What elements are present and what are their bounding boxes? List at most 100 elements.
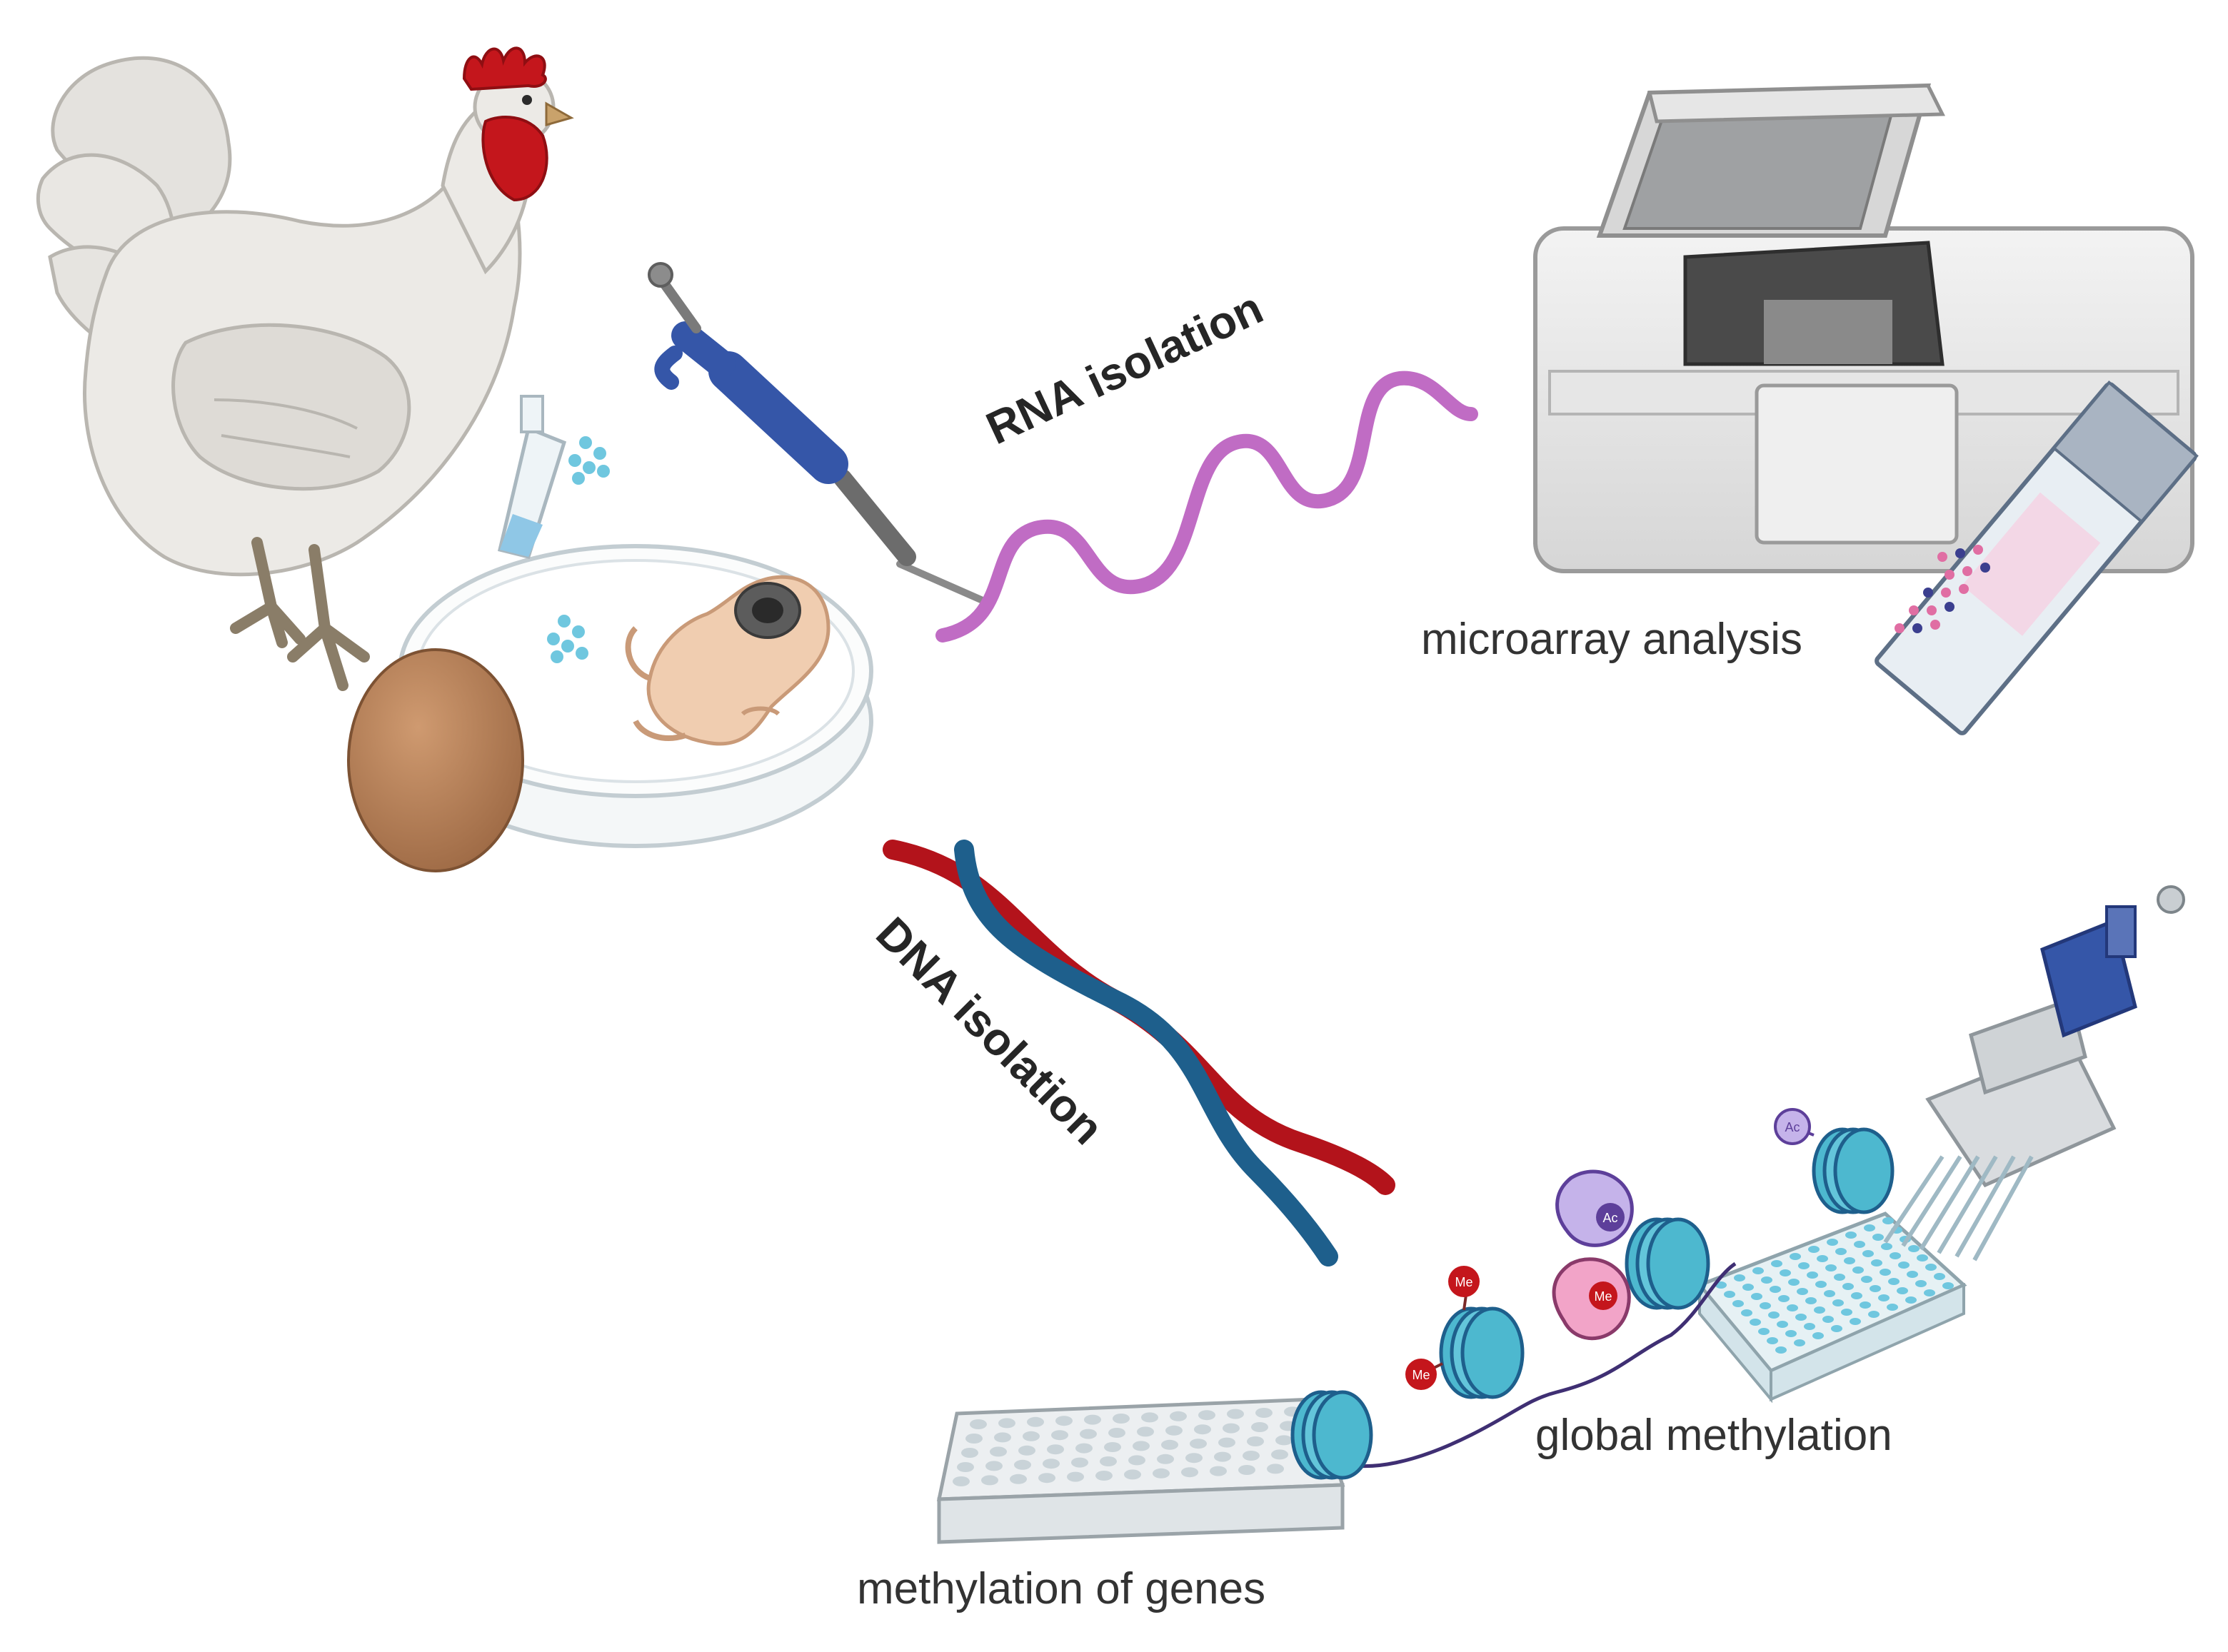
well — [1864, 1224, 1875, 1232]
well — [1785, 1330, 1797, 1337]
well — [1798, 1262, 1810, 1269]
well — [1934, 1273, 1945, 1280]
well — [1825, 1264, 1837, 1271]
well — [1275, 1435, 1293, 1446]
well — [1924, 1289, 1935, 1296]
well — [1108, 1428, 1125, 1438]
microarray-analysis-label: microarray analysis — [1421, 615, 1803, 664]
well — [1080, 1429, 1097, 1439]
well — [1023, 1431, 1040, 1441]
well — [1124, 1469, 1141, 1480]
well — [1808, 1246, 1820, 1253]
well — [1832, 1299, 1844, 1306]
well — [1141, 1412, 1158, 1423]
well — [1797, 1288, 1808, 1295]
well — [1817, 1255, 1828, 1262]
svg-text:Ac: Ac — [1602, 1211, 1617, 1225]
well — [1104, 1442, 1121, 1452]
nucleosome-icon — [1439, 1306, 1525, 1399]
well — [965, 1434, 983, 1444]
multichannel-pipette-icon — [1883, 885, 2185, 1261]
well — [1218, 1437, 1235, 1448]
well — [1768, 1311, 1780, 1319]
well — [1905, 1296, 1917, 1304]
well — [1917, 1254, 1928, 1261]
well — [1850, 1318, 1861, 1325]
well — [1868, 1311, 1880, 1318]
well — [1807, 1271, 1818, 1279]
well — [1770, 1286, 1781, 1293]
svg-text:Ac: Ac — [1785, 1120, 1800, 1134]
well — [981, 1475, 998, 1486]
well — [1925, 1264, 1937, 1271]
well — [1880, 1269, 1891, 1276]
well — [1181, 1467, 1198, 1478]
well — [1831, 1325, 1842, 1332]
nucleosome-icon — [1812, 1127, 1895, 1214]
well — [1153, 1468, 1170, 1479]
well — [1887, 1304, 1898, 1311]
well — [1100, 1456, 1117, 1466]
well — [1724, 1291, 1735, 1298]
well — [1271, 1449, 1288, 1460]
well — [1861, 1276, 1872, 1283]
acetyl-binding-protein: Ac — [1555, 1169, 1634, 1247]
well — [1161, 1439, 1178, 1450]
methylation-of-genes-label: methylation of genes — [857, 1564, 1266, 1613]
well — [1157, 1454, 1174, 1464]
well — [1133, 1441, 1150, 1451]
well — [1942, 1282, 1954, 1289]
well — [1055, 1416, 1073, 1426]
microarray-spots — [1895, 545, 1990, 633]
well — [1827, 1239, 1838, 1246]
cells-dots — [547, 436, 610, 663]
well — [1113, 1414, 1130, 1424]
methyl-mark: Me — [1405, 1359, 1443, 1390]
well — [1732, 1300, 1744, 1307]
chicken-icon — [36, 46, 574, 691]
well — [1223, 1423, 1240, 1434]
well — [1890, 1252, 1901, 1259]
well — [1845, 1232, 1857, 1239]
well — [1758, 1328, 1770, 1335]
dna-helix-icon — [883, 840, 1395, 1266]
rna-strand-icon — [935, 371, 1478, 643]
well — [1815, 1281, 1827, 1288]
svg-text:Me: Me — [1594, 1289, 1612, 1304]
well — [1822, 1316, 1834, 1323]
well — [1018, 1445, 1035, 1456]
well — [1051, 1430, 1068, 1441]
well — [1067, 1471, 1084, 1482]
well — [1812, 1332, 1824, 1339]
microtube-icon — [498, 395, 567, 559]
well — [1787, 1304, 1798, 1311]
well — [1084, 1414, 1101, 1425]
nucleosome-icon — [1290, 1390, 1373, 1480]
well — [1715, 1281, 1727, 1289]
well — [1752, 1267, 1764, 1274]
well — [1251, 1422, 1268, 1432]
well — [1010, 1474, 1027, 1484]
well — [1788, 1279, 1800, 1286]
well — [1870, 1285, 1881, 1292]
well — [1778, 1295, 1790, 1302]
well — [1185, 1453, 1203, 1464]
well — [1777, 1321, 1788, 1328]
well — [1227, 1409, 1244, 1419]
well — [1872, 1234, 1884, 1241]
well — [1888, 1278, 1900, 1285]
well — [1137, 1426, 1154, 1437]
well — [1198, 1410, 1215, 1421]
well — [1038, 1473, 1055, 1484]
well — [1842, 1283, 1854, 1290]
well — [970, 1419, 987, 1429]
well — [1871, 1259, 1882, 1266]
linker-dna — [1342, 1261, 1737, 1469]
global-methylation-label: global methylation — [1535, 1411, 1892, 1460]
well — [1834, 1274, 1845, 1281]
well — [953, 1476, 970, 1486]
well — [1761, 1276, 1772, 1284]
well — [1907, 1271, 1918, 1278]
well — [1915, 1280, 1927, 1287]
